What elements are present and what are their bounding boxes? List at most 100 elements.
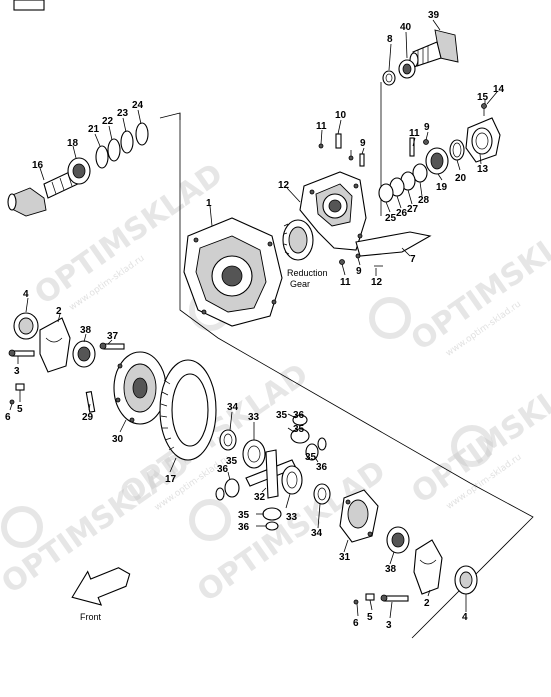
differential-case-31 [339,489,379,543]
page-corner-icon [13,0,45,11]
callout-13: 13 [477,164,489,175]
callout-5: 5 [17,404,23,415]
side-bearing-38-right [386,526,410,554]
adjuster-nut-4-left [13,312,39,340]
callout-35: 35 [305,452,317,463]
callout-1: 1 [206,198,212,209]
callout-leader-lines [9,19,498,619]
shims-21-24 [95,122,149,169]
callout-21: 21 [88,124,100,135]
callout-35: 35 [226,456,238,467]
callout-18: 18 [67,138,79,149]
callout-36: 36 [217,464,229,475]
lock-5-6-right [353,593,375,605]
lock-5-6-left [9,383,25,405]
pinion-gear-35-36-top [290,414,310,444]
side-gear-33-lower [281,465,303,495]
callout-31: 31 [339,552,351,563]
callout-24: 24 [132,100,144,111]
callout-20: 20 [455,173,467,184]
callout-25: 25 [385,213,397,224]
callout-11: 11 [340,277,351,288]
callout-9: 9 [360,138,366,149]
reduction-gear-label: Gear [290,279,310,289]
callout-3: 3 [14,366,20,377]
callout-2: 2 [56,306,62,317]
callout-19: 19 [436,182,448,193]
callout-36: 36 [238,522,250,533]
callout-32: 32 [254,492,266,503]
callout-36: 36 [293,410,305,421]
front-label: Front [80,612,102,622]
callout-26: 26 [396,208,408,219]
watermark-layer: OPTIMSKLAD www.optim-sklad.ru OPTIMSKLAD… [0,157,551,610]
bolts-14-15 [481,103,487,116]
callout-23: 23 [117,108,129,119]
side-bearing-38-left [72,340,96,368]
callout-3: 3 [386,620,392,631]
callout-38: 38 [385,564,397,575]
callout-5: 5 [367,612,373,623]
bearing-cap-2-left [39,317,71,373]
side-gear-33-upper [242,439,266,469]
companion-flange-39 [409,29,459,68]
callout-15: 15 [477,92,489,103]
callout-4: 4 [23,289,29,300]
callout-39: 39 [428,10,440,21]
reduction-gear [282,219,314,261]
callout-6: 6 [353,618,359,629]
bolt-3-right [380,594,409,602]
differential-carrier-1 [183,217,283,327]
callout-11: 11 [409,128,420,139]
callout-10: 10 [335,110,347,121]
bearing-19 [425,147,449,175]
callout-29: 29 [82,412,94,423]
callout-7: 7 [410,254,416,265]
bearing-cap-2-right [413,539,443,595]
oil-seal-40 [398,59,416,79]
callout-16: 16 [32,160,44,171]
watermark-ring [369,297,411,339]
callout-27: 27 [407,204,419,215]
bearing-18 [67,157,91,185]
bolts-9-10-11 [318,133,383,267]
adjuster-nut-4-right [454,565,478,595]
callout-4: 4 [462,612,468,623]
watermark-ring [451,425,493,467]
callout-35: 35 [276,410,288,421]
bolt-37-left [99,342,125,350]
pinion-shaft-32 [245,449,297,499]
callout-33: 33 [286,512,298,523]
callout-numbers: 39 40 8 14 15 13 20 19 28 27 26 25 11 9 … [5,10,505,631]
callout-17: 17 [165,474,177,485]
bracket-7 [355,231,432,257]
callout-9: 9 [424,122,430,133]
callout-37: 37 [107,331,119,342]
callout-28: 28 [418,195,430,206]
shim-20 [449,139,465,161]
front-direction-arrow [71,567,131,606]
callout-35: 35 [238,510,250,521]
differential-case-30 [113,351,167,425]
callout-34: 34 [311,528,323,539]
callout-30: 30 [112,434,124,445]
callout-40: 40 [400,22,412,33]
callout-36: 36 [316,462,328,473]
bolt-11-9-upper-right [409,137,429,157]
thrust-washer-34-upper [219,429,237,451]
callout-35: 35 [293,424,305,435]
carrier-case-housing [299,171,367,251]
watermark-ring [189,499,231,541]
callout-12: 12 [278,180,290,191]
watermark-right: OPTIMSKLAD www.optim-sklad.ru [405,356,551,512]
callout-22: 22 [102,116,114,127]
bolt-29 [85,390,96,413]
callout-33: 33 [248,412,260,423]
callout-8: 8 [387,34,393,45]
reduction-gear-label: Reduction [287,268,328,278]
o-ring-8 [382,70,396,86]
callout-6: 6 [5,412,11,423]
callout-14: 14 [493,84,505,95]
pinion-gear-35-36-left [215,478,240,501]
